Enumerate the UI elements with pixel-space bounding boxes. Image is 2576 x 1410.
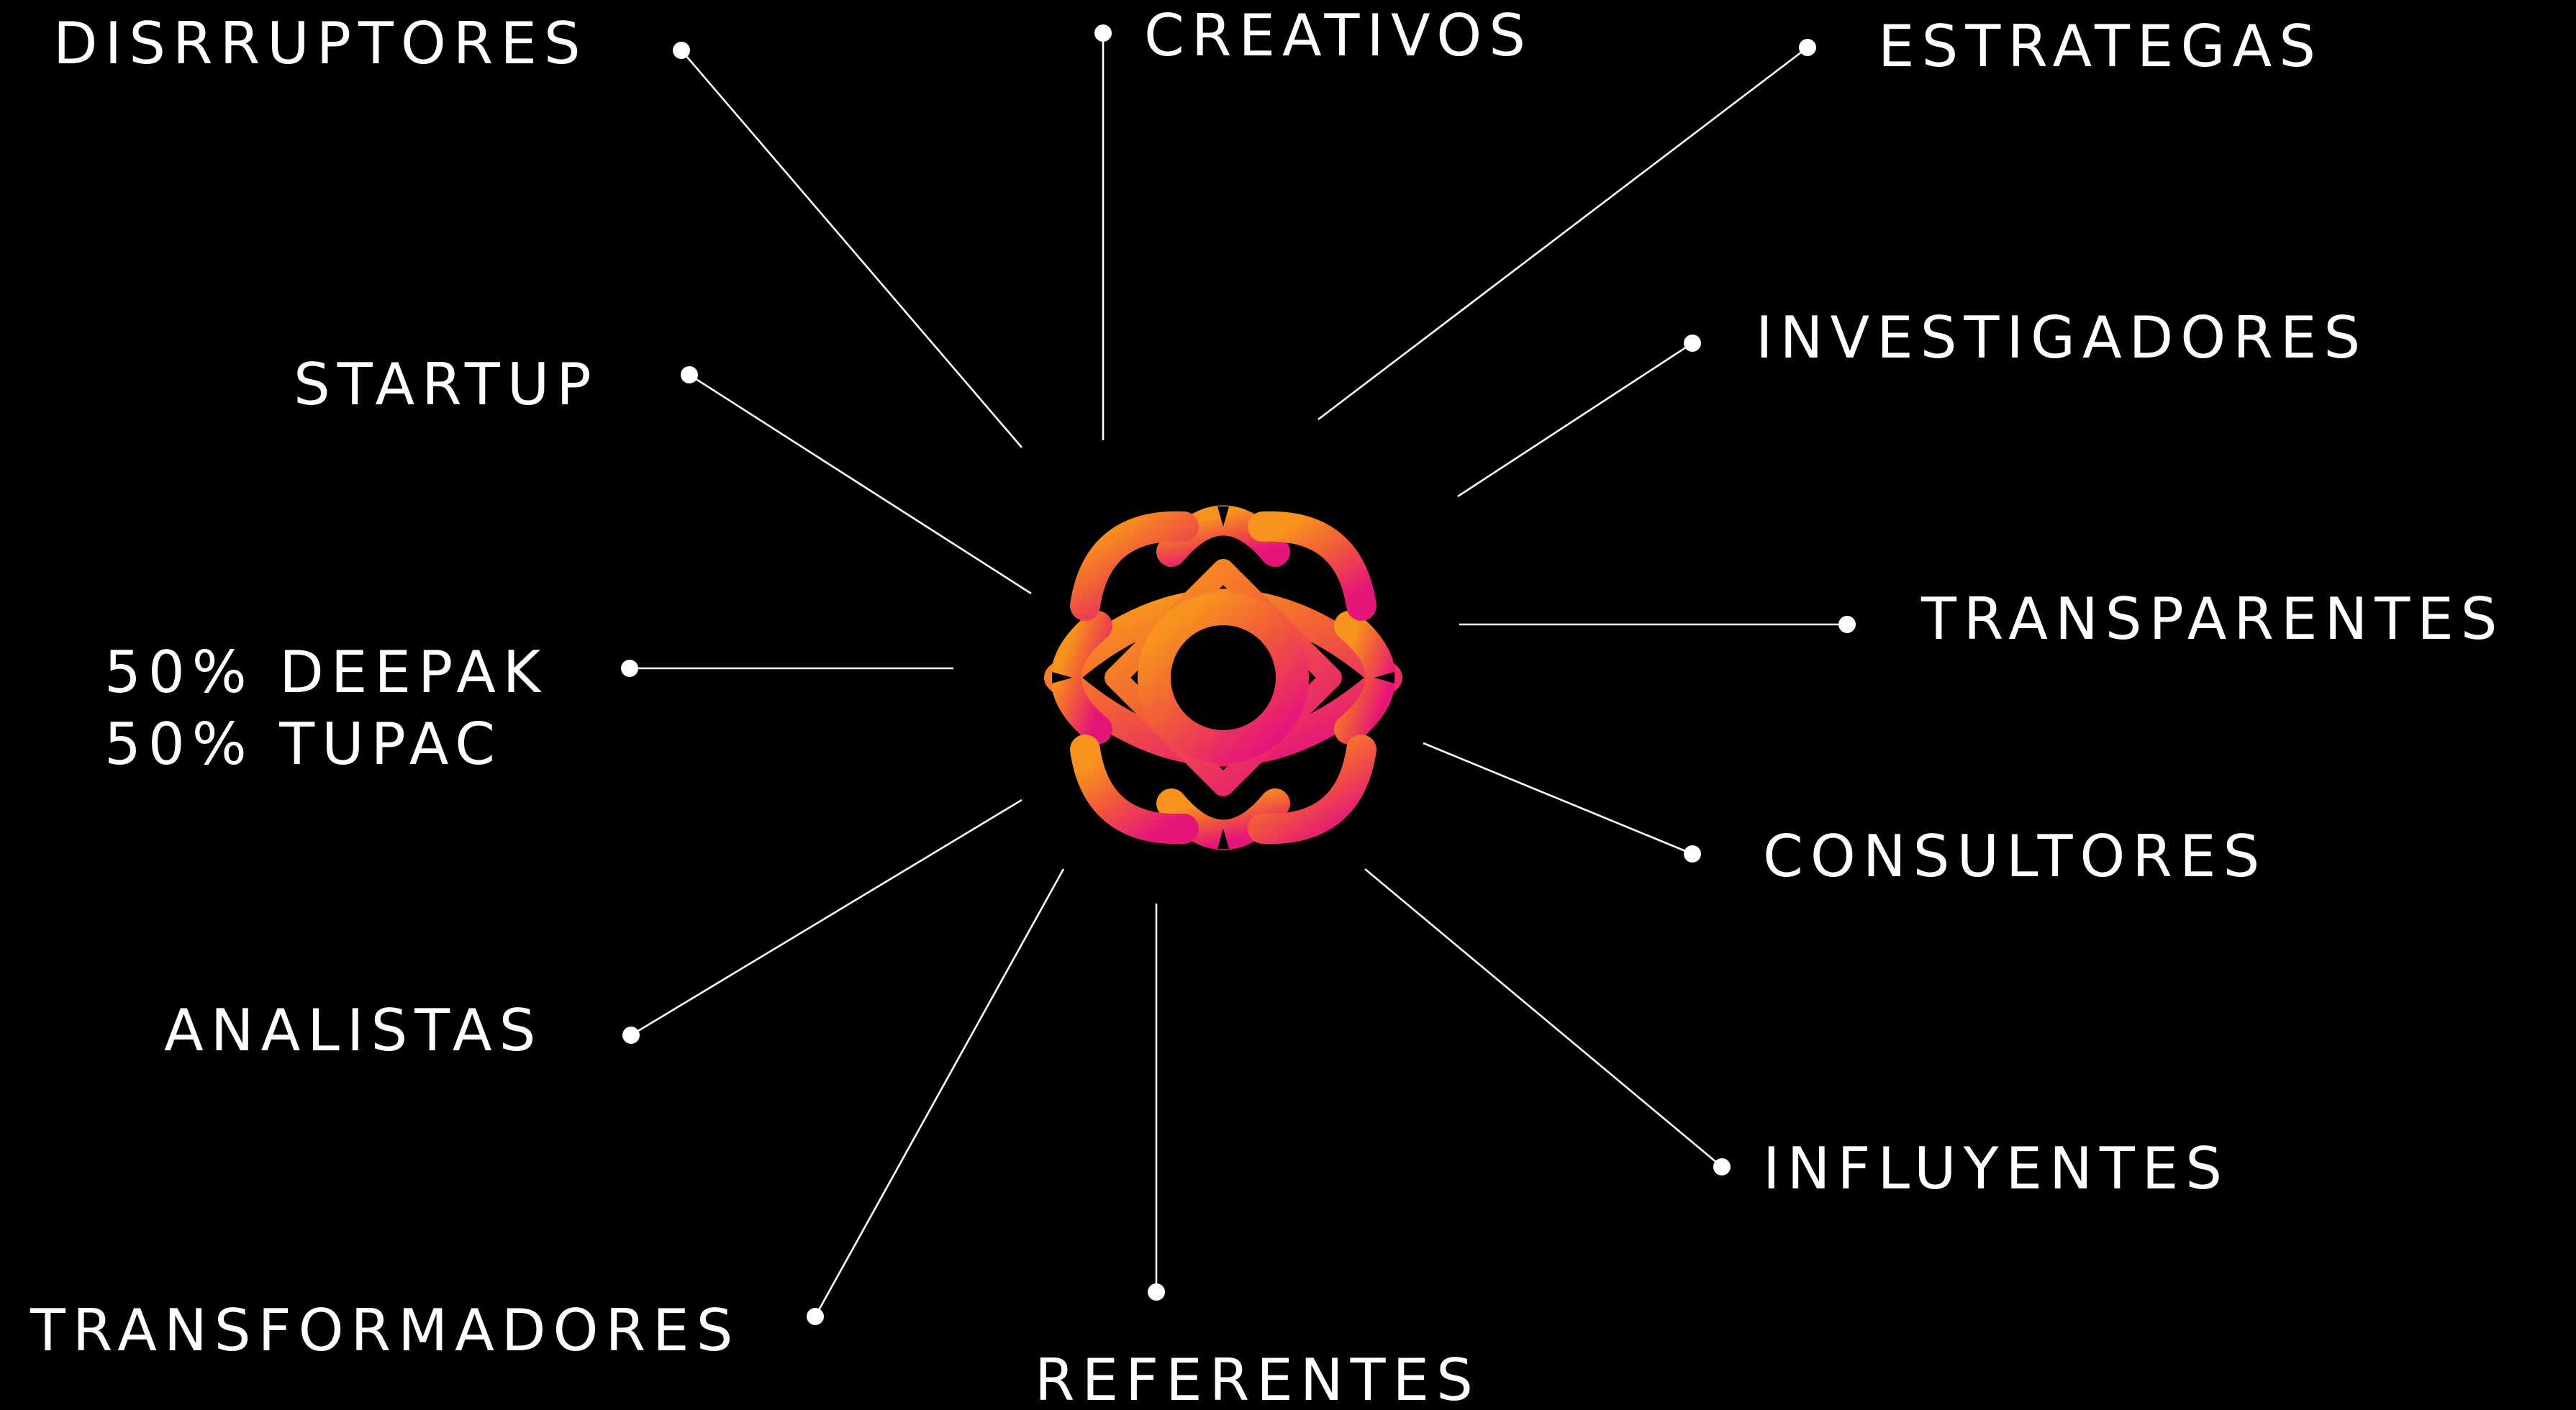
ray-investigadores bbox=[1457, 342, 1693, 498]
connector-lines bbox=[630, 33, 1847, 1317]
label-influyentes: INFLUYENTES bbox=[1763, 1135, 2229, 1202]
dot-transformadores bbox=[807, 1308, 824, 1325]
labels: DISRRUPTORES CREATIVOS ESTRATEGAS STARTU… bbox=[30, 2, 2505, 1410]
label-startup: STARTUP bbox=[294, 351, 599, 418]
label-transparentes: TRANSPARENTES bbox=[1920, 586, 2505, 652]
label-tupac: 50% TUPAC bbox=[104, 711, 502, 778]
endpoint-dots bbox=[621, 24, 1856, 1325]
dot-disrruptores bbox=[673, 42, 690, 59]
dot-creativos bbox=[1094, 24, 1112, 42]
label-consultores: CONSULTORES bbox=[1763, 823, 2267, 890]
ray-consultores bbox=[1423, 742, 1693, 855]
dot-consultores bbox=[1684, 845, 1701, 863]
dot-influyentes bbox=[1713, 1158, 1731, 1175]
label-referentes: REFERENTES bbox=[1035, 1347, 1480, 1410]
label-disrruptores: DISRRUPTORES bbox=[53, 10, 588, 77]
dot-analistas bbox=[622, 1027, 640, 1044]
ray-startup bbox=[689, 373, 1032, 595]
ray-transformadores bbox=[814, 868, 1065, 1317]
dot-investigadores bbox=[1684, 335, 1701, 352]
label-transformadores: TRANSFORMADORES bbox=[30, 1297, 740, 1364]
dot-estrategas bbox=[1799, 39, 1816, 56]
eye-lotus-logo-icon bbox=[1044, 505, 1402, 850]
ray-estrategas bbox=[1318, 46, 1808, 421]
ray-analistas bbox=[630, 799, 1022, 1037]
label-deepak: 50% DEEPAK bbox=[104, 639, 548, 706]
dot-transparentes bbox=[1838, 616, 1856, 633]
label-analistas: ANALISTAS bbox=[164, 997, 543, 1064]
dot-deepak-tupac bbox=[621, 660, 638, 677]
ray-disrruptores bbox=[681, 50, 1022, 448]
ray-influyentes bbox=[1364, 868, 1723, 1168]
label-creativos: CREATIVOS bbox=[1144, 2, 1533, 69]
dot-referentes bbox=[1148, 1283, 1165, 1301]
label-estrategas: ESTRATEGAS bbox=[1878, 13, 2323, 80]
label-investigadores: INVESTIGADORES bbox=[1756, 304, 2367, 371]
dot-startup bbox=[681, 366, 698, 383]
